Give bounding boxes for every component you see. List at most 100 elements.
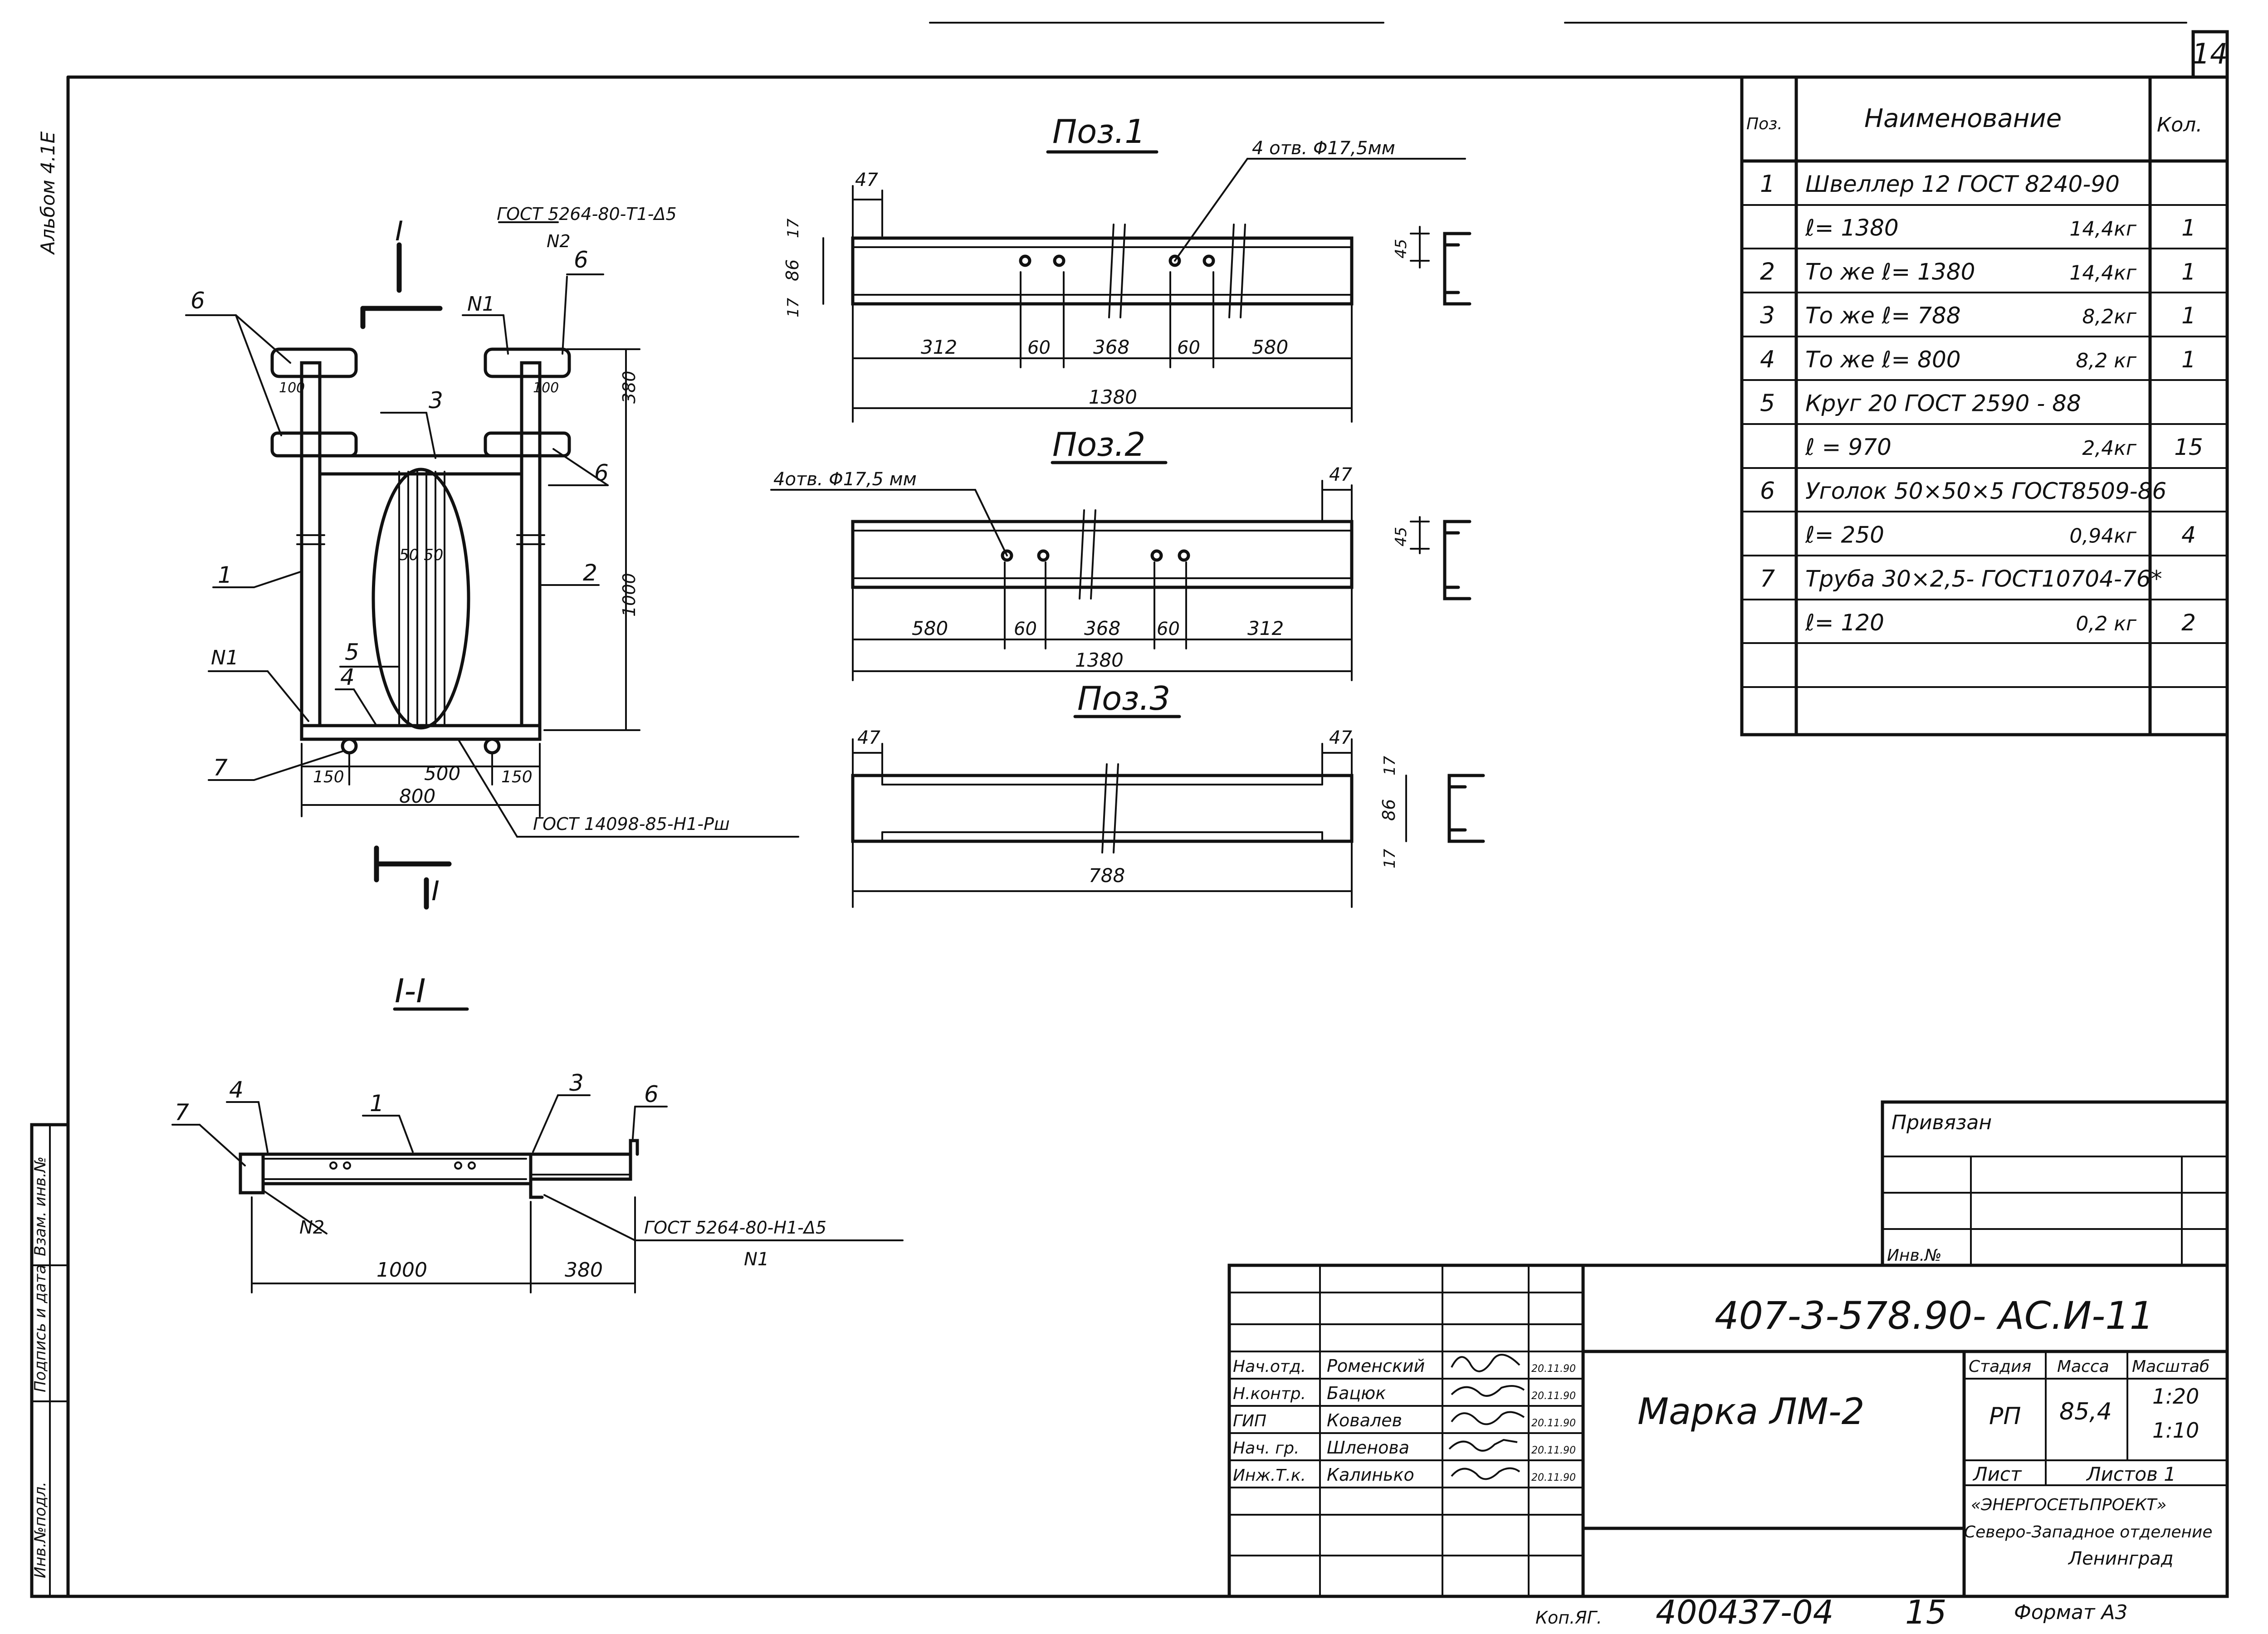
- privyazan-inv: Инв.№: [1887, 1246, 1942, 1265]
- pos2-dim-60b: 60: [1157, 619, 1180, 639]
- front-dim-800: 800: [399, 785, 435, 807]
- pos-label-3: 3: [429, 387, 443, 414]
- title-stadia-label: Стадия: [1969, 1357, 2031, 1376]
- front-gost-top-n: N2: [547, 231, 571, 251]
- spec-cell-mass: 14,4кг: [2069, 218, 2137, 241]
- pos2-dim-312: 312: [1247, 617, 1284, 639]
- staff-date: 20.11.90: [1531, 1418, 1576, 1429]
- front-view: [185, 221, 799, 910]
- spec-header-name: Наименование: [1864, 104, 2062, 133]
- pos1-title: Поз.1: [1052, 112, 1145, 151]
- side-stamp-inv: Инв.№подл.: [31, 1482, 49, 1578]
- title-massa-value: 85,4: [2059, 1398, 2112, 1425]
- section-n2: N2: [299, 1217, 324, 1238]
- front-dim-5050: 50 50: [399, 546, 443, 564]
- pos1-dim-17b: 17: [784, 298, 802, 317]
- footer-inv-number: 400437-04: [1656, 1593, 1833, 1631]
- section-pos-7: 7: [175, 1099, 189, 1126]
- pos1-dim-580: 580: [1252, 336, 1288, 358]
- section-pos-4: 4: [229, 1077, 244, 1103]
- front-gost-bottom: ГОСТ 14098-85-Н1-Рш: [533, 814, 730, 834]
- front-section-mark-top: I: [395, 215, 403, 247]
- front-dim-150b: 150: [501, 768, 533, 786]
- section-dim-1000: 1000: [376, 1258, 427, 1282]
- title-massa-label: Масса: [2057, 1357, 2109, 1376]
- pos3-view: [851, 715, 1485, 908]
- spec-cell-mass: 8,2кг: [2082, 305, 2137, 328]
- pos3-dim-47a: 47: [857, 727, 880, 748]
- side-stamp: [30, 1123, 70, 1598]
- spec-cell-name: Труба 30×2,5- ГОСТ10704-76*: [1805, 566, 2162, 592]
- pos-label-6c: 6: [594, 460, 609, 486]
- title-block: [1227, 1263, 2229, 1598]
- pos-label-6a: 6: [191, 288, 205, 314]
- front-dim-100b: 100: [533, 380, 559, 396]
- pos2-dim-1380: 1380: [1075, 649, 1124, 671]
- pos2-dim-368: 368: [1084, 617, 1120, 639]
- pos3-title: Поз.3: [1077, 679, 1170, 717]
- pos1-dim-60b: 60: [1177, 337, 1200, 358]
- privyazan-block: [1881, 1100, 2229, 1267]
- staff-role: Нач. гр.: [1233, 1439, 1300, 1458]
- title-stadia-value: РП: [1989, 1403, 2021, 1430]
- pos1-dim-1380: 1380: [1089, 386, 1137, 408]
- section-pos-3: 3: [569, 1070, 584, 1096]
- pos1-dim-17a: 17: [784, 218, 802, 238]
- staff-date: 20.11.90: [1531, 1390, 1576, 1402]
- pos-label-1: 1: [218, 562, 232, 588]
- footer-format: Формат А3: [2014, 1601, 2128, 1624]
- spec-cell-mass: 14,4кг: [2069, 261, 2137, 284]
- spec-cell-qty: 2: [2181, 610, 2196, 636]
- spec-cell-name: Уголок 50×50×5 ГОСТ8509-86: [1805, 478, 2166, 504]
- staff-role: Нач.отд.: [1233, 1357, 1306, 1376]
- spec-cell-pos: 7: [1760, 565, 1775, 592]
- section-pos-6: 6: [644, 1081, 659, 1107]
- album-label: Альбом 4.1Е: [37, 131, 59, 255]
- footer-sheet-no: 15: [1905, 1593, 1947, 1631]
- pos2-dim-60a: 60: [1014, 619, 1037, 639]
- spec-table: [1740, 75, 2229, 737]
- section-gost: ГОСТ 5264-80-Н1-Δ5: [644, 1218, 826, 1238]
- pos-label-6b: 6: [574, 247, 588, 273]
- spec-cell-mass: 0,2 кг: [2076, 612, 2137, 635]
- staff-name: Ковалев: [1327, 1410, 1402, 1430]
- pos1-dim-47: 47: [855, 170, 878, 190]
- pos2-view: [770, 461, 1471, 681]
- title-org2: Северо-Западное отделение: [1964, 1523, 2213, 1541]
- staff-date: 20.11.90: [1531, 1472, 1576, 1483]
- title-code: 407-3-578.90- АС.И-11: [1715, 1293, 2154, 1338]
- pos3-dim-17b: 17: [1381, 849, 1399, 868]
- spec-cell-mass: 0,94кг: [2069, 525, 2137, 548]
- spec-cell-name: ℓ= 250: [1805, 522, 1884, 548]
- spec-cell-qty: 1: [2181, 346, 2196, 373]
- side-stamp-vzam: Взам. инв.№: [31, 1156, 49, 1256]
- sheet-number: 14: [2192, 37, 2228, 70]
- footer-kop: Коп.ЯГ.: [1535, 1608, 1602, 1628]
- front-gost-top: ГОСТ 5264-80-Т1-Δ5: [497, 204, 677, 224]
- spec-cell-name: То же ℓ= 788: [1805, 302, 1961, 329]
- spec-cell-qty: 15: [2174, 434, 2203, 460]
- spec-cell-pos: 3: [1760, 302, 1775, 329]
- spec-cell-pos: 1: [1760, 171, 1775, 198]
- spec-cell-qty: 1: [2181, 302, 2196, 329]
- pos2-holes: 4отв. Φ17,5 мм: [773, 469, 917, 490]
- front-n1-top: N1: [467, 293, 495, 316]
- spec-cell-name: ℓ= 1380: [1805, 215, 1899, 241]
- pos3-dim-86: 86: [1379, 799, 1399, 821]
- pos3-dim-47b: 47: [1329, 727, 1352, 748]
- staff-date: 20.11.90: [1531, 1363, 1576, 1375]
- front-dim-500: 500: [424, 762, 460, 785]
- spec-cell-qty: 1: [2181, 259, 2196, 285]
- spec-cell-qty: 1: [2181, 215, 2196, 241]
- front-dim-100a: 100: [279, 380, 305, 396]
- section-gost-n: N1: [744, 1249, 769, 1270]
- privyazan-label: Привязан: [1892, 1111, 1992, 1134]
- staff-role: Н.контр.: [1233, 1385, 1306, 1403]
- front-section-mark-bottom: I: [431, 875, 440, 907]
- title-masshtab-2: 1:10: [2152, 1418, 2199, 1443]
- pos-label-5: 5: [345, 639, 359, 665]
- staff-name: Калинько: [1327, 1465, 1414, 1485]
- front-n1-left: N1: [211, 646, 239, 669]
